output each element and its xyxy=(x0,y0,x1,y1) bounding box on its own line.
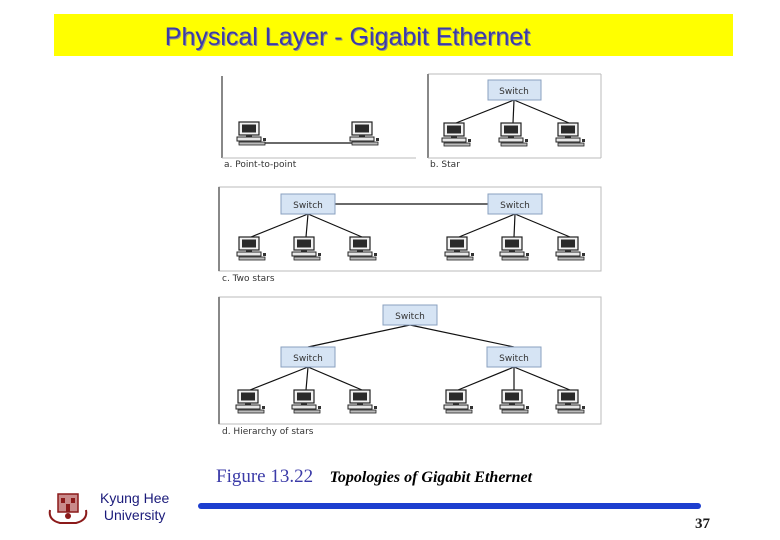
panel-d: Switch Switch Switch d. Hierarchy of sta… xyxy=(218,296,602,437)
computer-icon xyxy=(499,236,530,261)
switch-label: Switch xyxy=(293,354,323,364)
page-number: 37 xyxy=(695,516,710,532)
figure-title: Topologies of Gigabit Ethernet xyxy=(329,469,533,486)
panel-a: a. Point-to-point xyxy=(221,76,416,170)
panel-label-d: d. Hierarchy of stars xyxy=(222,427,314,437)
computer-icon xyxy=(441,122,472,147)
panel-label-c: c. Two stars xyxy=(222,274,275,284)
switch-box xyxy=(280,346,336,368)
computer-icon xyxy=(555,236,586,261)
computer-icon xyxy=(349,121,380,146)
university-line-1: Kyung Hee xyxy=(100,490,170,506)
slide-title: Physical Layer - Gigabit Ethernet xyxy=(164,22,531,51)
computer-icon xyxy=(347,389,378,414)
computer-icon xyxy=(235,389,266,414)
computer-icon xyxy=(555,389,586,414)
switch-label: Switch xyxy=(499,87,529,97)
computer-icon xyxy=(347,236,378,261)
panel-label-a: a. Point-to-point xyxy=(224,160,297,170)
figure-number: Figure 13.22 xyxy=(216,466,314,487)
switch-box xyxy=(486,346,542,368)
computer-icon xyxy=(499,389,530,414)
title-bar: Physical Layer - Gigabit Ethernet xyxy=(54,14,733,56)
switch-label: Switch xyxy=(293,201,323,211)
switch-label: Switch xyxy=(500,201,530,211)
panel-label-b: b. Star xyxy=(430,160,460,170)
panel-c: Switch Switch c. Two stars xyxy=(218,186,602,284)
footer-rule xyxy=(198,503,701,509)
computer-icon xyxy=(498,122,529,147)
computer-icon xyxy=(443,389,474,414)
university-line-2: University xyxy=(103,507,166,523)
computer-icon xyxy=(291,389,322,414)
switch-box xyxy=(487,193,543,215)
panel-b: Switch b. Star xyxy=(427,73,602,170)
computer-icon xyxy=(236,236,267,261)
computer-icon xyxy=(236,121,267,146)
switch-box xyxy=(487,79,542,101)
computer-icon xyxy=(291,236,322,261)
switch-label: Switch xyxy=(395,312,425,322)
switch-box xyxy=(280,193,336,215)
university-logo xyxy=(48,493,88,524)
figure-caption: Figure 13.22 Topologies of Gigabit Ether… xyxy=(216,466,532,488)
computer-icon xyxy=(555,122,586,147)
switch-box xyxy=(382,304,438,326)
switch-label: Switch xyxy=(499,354,529,364)
computer-icon xyxy=(444,236,475,261)
university-name: Kyung Hee University xyxy=(100,490,169,524)
